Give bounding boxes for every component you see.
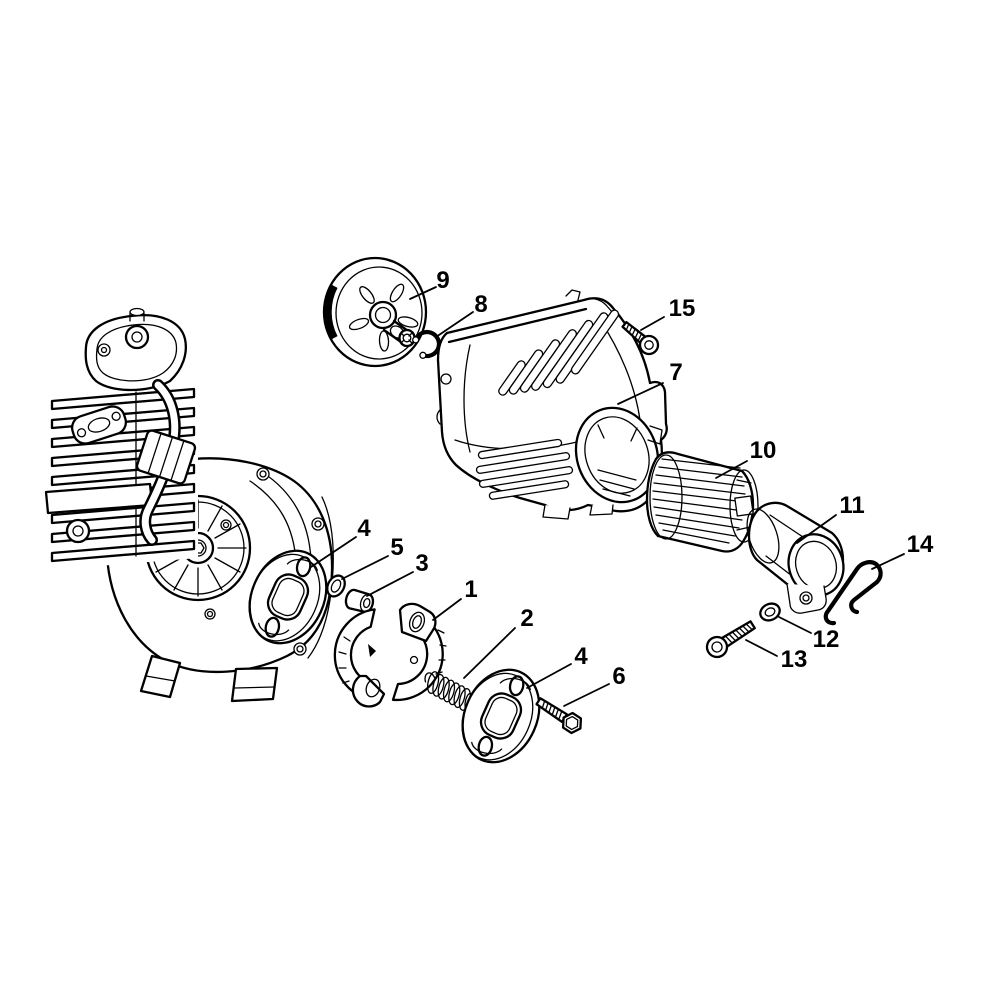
leader-line-clutch-shoes [432, 598, 462, 621]
leader-line-clutch-drum [409, 286, 437, 300]
part-number-tension-spring: 2 [520, 605, 533, 632]
lower-louvers [475, 438, 574, 500]
socket-screw-part [705, 620, 756, 659]
part-number-bearing-sleeve: 11 [839, 492, 864, 519]
part-number-spacer-bushing: 3 [415, 550, 428, 577]
leader-line-wire-spring-clip [871, 553, 905, 570]
leader-line-ribbed-sleeve [715, 460, 748, 479]
clutch-shoes-part [333, 602, 447, 708]
wire-spring-clip-part [823, 560, 883, 626]
leader-line-hex-bolt [563, 683, 610, 707]
part-number-ribbed-sleeve: 10 [750, 437, 777, 464]
leader-line-housing-screw [640, 316, 665, 331]
leader-line-socket-screw [745, 639, 778, 657]
part-number-fan-housing: 7 [669, 359, 682, 386]
leader-line-spacer-bushing [366, 571, 414, 597]
retaining-ring-part [412, 329, 442, 359]
part-number-washer: 12 [813, 626, 840, 653]
mount-beam [44, 482, 154, 544]
mount-bracket [70, 405, 128, 445]
part-number-carrier-plate-front: 4 [357, 515, 371, 542]
bearing-sleeve-part [746, 501, 845, 614]
part-number-retaining-ring: 8 [474, 291, 487, 318]
carrier-plate-front-part [248, 549, 328, 645]
drive-tunnel [574, 406, 663, 504]
leader-line-sealing-ring [341, 555, 389, 580]
leader-line-bearing-sleeve [796, 514, 837, 544]
part-number-clutch-shoes: 1 [464, 576, 477, 603]
housing-screw-part [621, 320, 660, 356]
sealing-ring-part [326, 574, 346, 598]
ignition-module [135, 429, 197, 485]
carrier-plate-rear-part [461, 668, 541, 764]
washer-part [759, 602, 781, 622]
engine-assembly [44, 307, 334, 703]
hex-bolt-part [535, 697, 583, 735]
part-number-wire-spring-clip: 14 [907, 531, 934, 558]
part-number-sealing-ring: 5 [390, 534, 403, 561]
leader-line-fan-housing [617, 382, 664, 405]
ribbed-sleeve-part [645, 451, 759, 553]
part-number-housing-screw: 15 [669, 295, 696, 322]
leader-line-tension-spring [463, 627, 516, 679]
clutch-drum-part [322, 256, 428, 368]
part-number-clutch-drum: 9 [436, 267, 449, 294]
leader-line-carrier-plate-front [310, 536, 357, 568]
part-number-hex-bolt: 6 [612, 663, 625, 690]
part-number-socket-screw: 13 [781, 646, 808, 673]
part-number-carrier-plate-rear: 4 [574, 643, 588, 670]
leader-line-retaining-ring [435, 311, 474, 338]
upper-louvers [498, 309, 620, 396]
head-cover [84, 307, 187, 392]
fan-housing-part [436, 289, 668, 520]
leader-line-washer [778, 616, 812, 634]
leader-line-carrier-plate-rear [526, 663, 572, 689]
